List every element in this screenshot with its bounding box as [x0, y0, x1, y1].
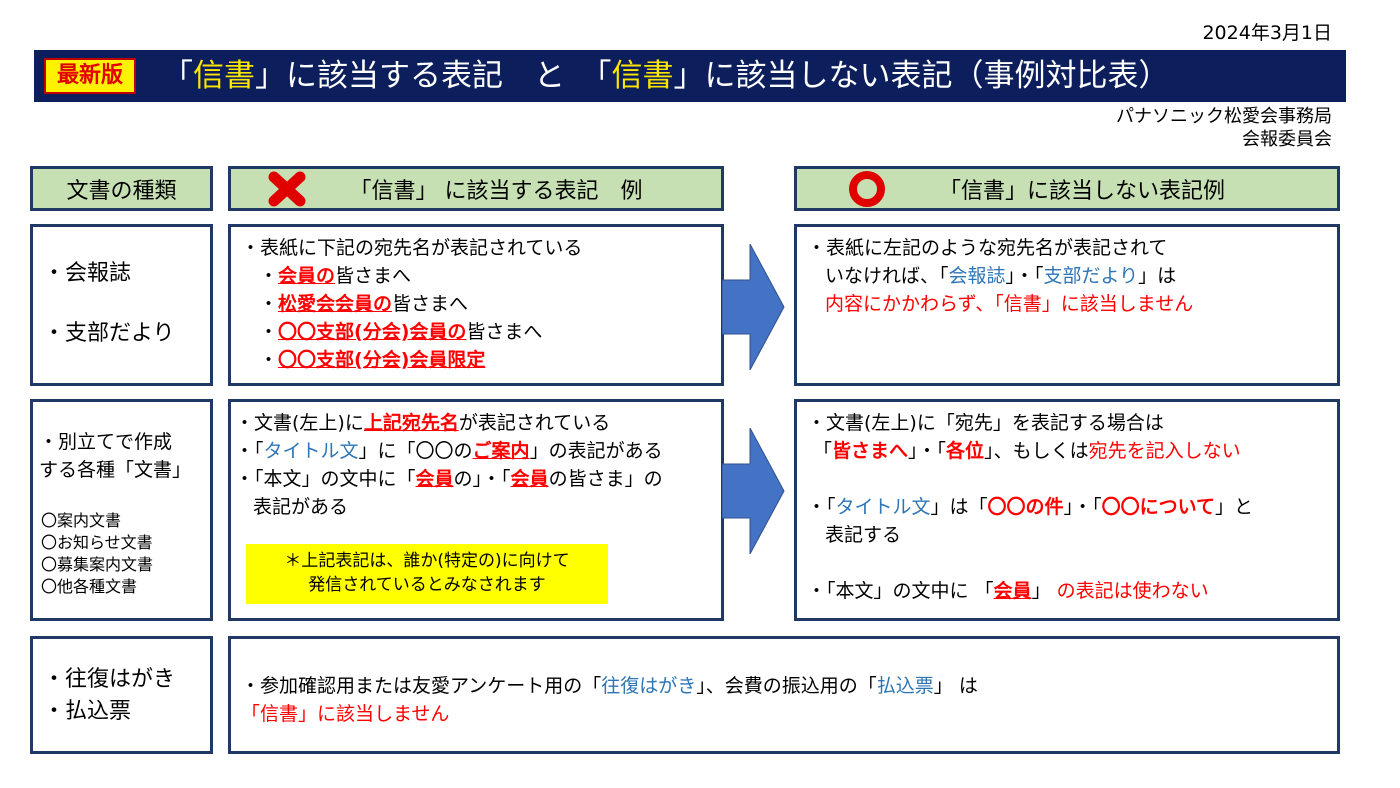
header-ng: 「信書」 に該当する表記 例	[228, 166, 724, 211]
red-x-icon	[268, 171, 306, 207]
row3-line1: ・参加確認用または友愛アンケート用の「往復はがき」、会費の振込用の「払込票」 は	[241, 675, 978, 697]
row2-ok-cell: ・文書(左上)に「宛先」を表記する場合は 「皆さまへ」・「各位」、もしくは宛先を…	[794, 399, 1340, 621]
page-title: 「信書」に該当する表記 と 「信書」に該当しない表記（事例対比表）	[162, 58, 1170, 94]
type-bunsho: する各種「文書」	[39, 459, 192, 481]
date: 2024年3月1日	[1202, 22, 1332, 44]
list-item: 〇他各種文書	[41, 577, 138, 596]
row1-ok-cell: ・表紙に左記のような宛先名が表記されて いなければ、「会報誌」・「支部だより」は…	[794, 224, 1340, 386]
header-ok: 「信書」に該当しない表記例	[794, 166, 1340, 211]
row2-ng-line1: ・文書(左上)に上記宛先名が表記されている	[235, 412, 611, 434]
row1-type-cell: ・会報誌 ・支部だより	[30, 224, 213, 386]
note-line1: ＊上記表記は、誰か(特定の)に向けて	[284, 551, 570, 571]
row1-ng-item: ・〇〇支部(分会)会員限定	[259, 349, 486, 371]
row2-ng-line4: 表記がある	[253, 496, 349, 518]
type-bessho: ・別立てで作成	[39, 431, 173, 453]
row2-ok-line3: ・「タイトル文」は「〇〇の件」・「〇〇について」と	[807, 496, 1254, 518]
row1-ng-item: ・会員の皆さまへ	[259, 265, 412, 287]
row2-ng-cell: ・文書(左上)に上記宛先名が表記されている ・「タイトル文」に「〇〇のご案内」の…	[228, 399, 724, 621]
row2-ok-line4: 表記する	[825, 524, 902, 546]
row1-ng-item: ・〇〇支部(分会)会員の皆さまへ	[259, 321, 543, 343]
row2-ok-line2: 「皆さまへ」・「各位」、もしくは宛先を記入しない	[813, 440, 1241, 462]
list-item: 〇募集案内文書	[41, 555, 154, 574]
arrow-right-icon	[722, 244, 785, 370]
row3-text-cell: ・参加確認用または友愛アンケート用の「往復はがき」、会費の振込用の「払込票」 は…	[228, 636, 1340, 754]
row2-ng-line2: ・「タイトル文」に「〇〇のご案内」の表記がある	[235, 440, 663, 462]
row2-ok-line1: ・文書(左上)に「宛先」を表記する場合は	[807, 412, 1164, 434]
row1-ng-cell: ・表紙に下記の宛先名が表記されている ・会員の皆さまへ ・松愛会会員の皆さまへ …	[228, 224, 724, 386]
list-item: 〇お知らせ文書	[41, 533, 153, 552]
latest-badge: 最新版	[44, 58, 136, 94]
row1-ng-intro: ・表紙に下記の宛先名が表記されている	[241, 237, 583, 259]
list-item: 〇案内文書	[41, 511, 122, 530]
arrow-right-icon	[722, 428, 785, 554]
header-doc-type: 文書の種類	[30, 166, 213, 211]
row1-ng-item: ・松愛会会員の皆さまへ	[259, 293, 469, 315]
note-box: ＊上記表記は、誰か(特定の)に向けて 発信されているとみなされます	[246, 544, 608, 604]
title-banner: 最新版 「信書」に該当する表記 と 「信書」に該当しない表記（事例対比表）	[34, 50, 1346, 102]
type-kaihoushi: ・会報誌	[43, 261, 132, 286]
row2-type-cell: ・別立てで作成 する各種「文書」 〇案内文書 〇お知らせ文書 〇募集案内文書 〇…	[30, 399, 213, 621]
row3-type-cell: ・往復はがき ・払込票	[30, 636, 213, 754]
red-circle-icon	[849, 171, 885, 207]
row1-ok-line1: ・表紙に左記のような宛先名が表記されて	[807, 237, 1168, 259]
row1-ok-line2: いなければ、「会報誌」・「支部だより」は	[825, 265, 1177, 287]
type-haraikomi: ・払込票	[43, 699, 132, 724]
type-oufuku: ・往復はがき	[43, 667, 176, 692]
type-shibudayori: ・支部だより	[43, 321, 175, 346]
row1-ok-line3: 内容にかかわらず、「信書」に該当しません	[825, 293, 1194, 315]
note-line2: 発信されているとみなされます	[308, 575, 546, 595]
org-name: パナソニック松愛会事務局	[1116, 106, 1332, 127]
committee-name: 会報委員会	[1242, 129, 1332, 150]
row2-ok-line5: ・「本文」の文中に 「会員」 の表記は使わない	[807, 580, 1209, 602]
row2-ng-line3: ・「本文」の文中に「会員の」・「会員の皆さま」の	[235, 468, 663, 490]
row3-line2: 「信書」に該当しません	[241, 703, 450, 725]
